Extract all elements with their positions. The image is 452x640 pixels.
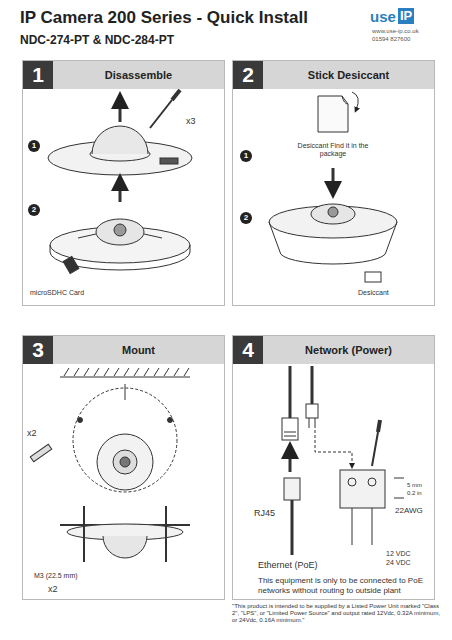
page-title: IP Camera 200 Series - Quick Install [20,8,308,28]
connector-name: Ethernet (PoE) [258,560,318,571]
wire-gauge: 22AWG [395,506,423,516]
step-number: 4 [233,336,263,364]
part-name: Desiccant [358,289,389,297]
phone-number: 01594 827600 [372,36,410,43]
step-number: 3 [23,336,53,364]
part-name: microSDHC Card [30,289,84,297]
step-header: 4Network (Power) [233,336,434,364]
step-panel: 2Stick Desiccant [232,60,435,306]
dimension: 0.2 in [407,490,422,497]
callout-number: 2 [240,212,252,224]
part-note: Desiccant Find it in the package [293,142,373,159]
quantity: x2 [27,428,37,439]
voltage: 12 VDC [386,550,411,558]
step-title: Network (Power) [263,344,434,356]
step-header: 1Disassemble [23,61,224,89]
safety-note: This equipment is only to be connected t… [258,576,430,595]
step-title: Stick Desiccant [263,69,434,81]
quantity: x2 [48,584,58,595]
step-title: Mount [53,344,224,356]
callout-number: 2 [28,204,40,216]
footnote: "This product is intended to be supplied… [232,603,442,625]
logo-text: IP [398,8,414,24]
step-panel: 3Mount [22,335,225,600]
quantity: x3 [186,116,196,127]
website: www.use-ip.co.uk [372,28,419,35]
voltage: 24 VDC [386,559,411,567]
connector-name: RJ45 [254,508,275,519]
step-header: 3Mount [23,336,224,364]
callout-number: 1 [28,140,40,152]
screw-size: M3 (22.5 mm) [34,572,78,580]
model-numbers: NDC-274-PT & NDC-284-PT [20,33,174,47]
step-panel: 1Disassemble [22,60,225,306]
callout-number: 1 [240,150,252,162]
step-header: 2Stick Desiccant [233,61,434,89]
logo-text: use [370,8,396,26]
step-number: 2 [233,61,263,89]
step-title: Disassemble [53,69,224,81]
step-number: 1 [23,61,53,89]
dimension: 5 mm [407,482,422,489]
